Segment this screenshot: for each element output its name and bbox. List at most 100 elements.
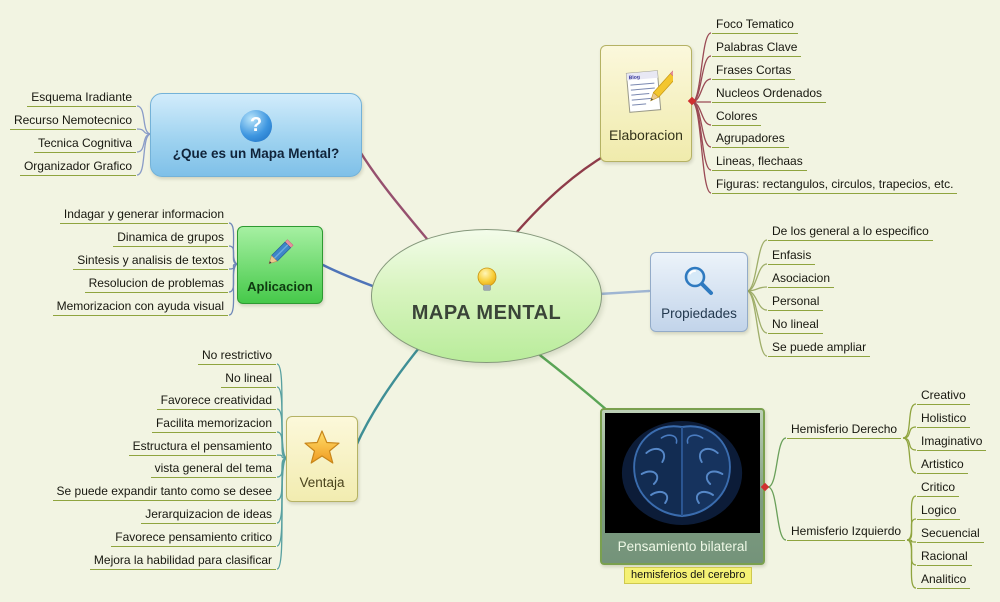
subtopic-no-restrictivo[interactable]: No restrictivo (197, 347, 276, 365)
subtopic-connector (746, 290, 768, 334)
subtopic-holistico[interactable]: Holistico (917, 410, 971, 428)
subtopic-pensamiento-critico[interactable]: Favorece pensamiento critico (111, 529, 276, 547)
magnifier-icon (681, 263, 717, 304)
lightbulb-icon (475, 267, 499, 299)
subtopic-recurso-nemotecnico[interactable]: Recurso Nemotecnico (9, 112, 136, 130)
subtopic-no-lineal-vent[interactable]: No lineal (221, 370, 276, 388)
central-topic[interactable]: MAPA MENTAL (371, 229, 602, 363)
subtopic-imaginativo[interactable]: Imaginativo (917, 433, 987, 451)
note-hemisferios[interactable]: hemisferios del cerebro (624, 567, 753, 584)
subtopic-resolucion-problemas[interactable]: Resolucion de problemas (84, 275, 228, 293)
subtopic-figuras[interactable]: Figuras: rectangulos, circulos, trapecio… (712, 176, 958, 194)
subtopic-connector (136, 133, 152, 176)
subtopic-connector (136, 133, 152, 153)
subtopic-esquema-iradiante[interactable]: Esquema Iradiante (27, 89, 136, 107)
svg-text:Blog: Blog (629, 74, 641, 81)
subtopic-foco-tematico[interactable]: Foco Tematico (712, 16, 798, 34)
subtopic-asociacion[interactable]: Asociacion (768, 270, 835, 288)
topic-aplicacion[interactable]: Aplicacion (237, 226, 323, 304)
branch-curve-pensamiento (534, 350, 610, 413)
subtopic-creativo[interactable]: Creativo (917, 387, 970, 405)
brain-image (605, 413, 760, 533)
subtopic-expandir[interactable]: Se puede expandir tanto como se desee (52, 483, 276, 501)
question-glyph: ? (249, 114, 263, 136)
subtopic-dinamica-grupos[interactable]: Dinamica de grupos (113, 229, 228, 247)
subtopic-connector (691, 55, 712, 103)
subtopic-favorece-creatividad[interactable]: Favorece creatividad (156, 392, 276, 410)
notepad-pencil-icon: Blog (619, 65, 679, 124)
subtopic-connector (136, 105, 152, 135)
subtopic-connector (767, 486, 787, 541)
subtopic-general-especifico[interactable]: De los general a lo especifico (768, 223, 933, 241)
subtopic-vista-general[interactable]: vista general del tema (150, 460, 276, 478)
subtopic-facilita-memorizacion[interactable]: Facilita memorizacion (151, 415, 276, 433)
subtopic-connector (136, 128, 152, 135)
subtopic-connector (746, 286, 768, 292)
subtopic-no-lineal-prop[interactable]: No lineal (768, 316, 823, 334)
topic-propiedades[interactable]: Propiedades (650, 252, 748, 332)
subtopic-connector (746, 290, 768, 311)
subtopic-agrupadores[interactable]: Agrupadores (712, 130, 789, 148)
subtopic-critico[interactable]: Critico (917, 479, 960, 497)
subtopic-connector (906, 539, 917, 589)
topic-pensamiento-bilateral[interactable]: Pensamiento bilateral (600, 408, 765, 565)
topic-ventaja[interactable]: Ventaja (286, 416, 358, 502)
topic-que-es-label: ¿Que es un Mapa Mental? (172, 145, 340, 161)
subtopic-habilidad-clasificar[interactable]: Mejora la habilidad para clasificar (89, 552, 276, 570)
subtopic-connector (691, 101, 712, 194)
subtopic-artistico[interactable]: Artistico (917, 456, 968, 474)
branch-curve-que-es (357, 148, 439, 253)
subtopic-personal[interactable]: Personal (768, 293, 824, 311)
subtopic-connector (746, 239, 768, 292)
branch-curve-ventaja (354, 341, 425, 448)
subtopic-organizador-grafico[interactable]: Organizador Grafico (19, 158, 136, 176)
star-icon (301, 428, 343, 473)
branch-curve-propiedades (597, 289, 651, 296)
subtopic-jerarquizacion[interactable]: Jerarquizacion de ideas (141, 506, 276, 524)
subtopic-connector (902, 437, 917, 451)
topic-ventaja-label: Ventaja (299, 475, 345, 490)
subtopic-secuencial[interactable]: Secuencial (917, 525, 984, 543)
topic-aplicacion-label: Aplicacion (247, 279, 313, 294)
subtopic-connector (691, 78, 712, 103)
subtopic-enfasis[interactable]: Enfasis (768, 247, 816, 265)
subtopic-palabras-clave[interactable]: Palabras Clave (712, 39, 802, 57)
subtopic-racional[interactable]: Racional (917, 548, 972, 566)
subtopic-analitico[interactable]: Analitico (917, 571, 971, 589)
topic-propiedades-label: Propiedades (661, 306, 737, 321)
subtopic-connector (906, 495, 917, 541)
subtopic-connector (691, 32, 712, 103)
branch-curve-aplicacion (321, 263, 380, 290)
subtopic-connector (767, 437, 787, 488)
subtopic-connector (746, 290, 768, 357)
subtopic-connector (691, 101, 712, 148)
subtopic-lineas-flechaas[interactable]: Lineas, flechaas (712, 153, 807, 171)
subtopic-logico[interactable]: Logico (917, 502, 961, 520)
subtopic-connector (902, 403, 917, 439)
subtopic-hemisferio-derecho[interactable]: Hemisferio Derecho (787, 421, 902, 439)
subtopic-sintesis-analisis[interactable]: Sintesis y analisis de textos (73, 252, 228, 270)
subtopic-indagar-informacion[interactable]: Indagar y generar informacion (59, 206, 228, 224)
topic-elaboracion-label: Elaboracion (609, 126, 683, 143)
question-icon: ? (240, 109, 272, 142)
topic-pensamiento-label: Pensamiento bilateral (617, 539, 748, 554)
branch-curve-elaboracion (514, 151, 611, 235)
subtopic-nucleos-ordenados[interactable]: Nucleos Ordenados (712, 85, 827, 103)
subtopic-connector (902, 426, 917, 439)
subtopic-frases-cortas[interactable]: Frases Cortas (712, 62, 796, 80)
topic-que-es-un-mapa-mental[interactable]: ? ¿Que es un Mapa Mental? (150, 93, 362, 177)
subtopic-tecnica-cognitiva[interactable]: Tecnica Cognitiva (33, 135, 136, 153)
subtopic-se-puede-ampliar[interactable]: Se puede ampliar (768, 339, 871, 357)
subtopic-connector (691, 101, 712, 171)
subtopic-hemisferio-izquierdo[interactable]: Hemisferio Izquierdo (787, 523, 906, 541)
subtopic-connector (691, 101, 712, 126)
subtopic-memorizacion-visual[interactable]: Memorizacion con ayuda visual (52, 298, 228, 316)
subtopic-estructura-pensamiento[interactable]: Estructura el pensamiento (128, 438, 276, 456)
topic-elaboracion[interactable]: Blog Elaboracion (600, 45, 692, 162)
subtopic-connector (907, 539, 917, 543)
subtopic-colores[interactable]: Colores (712, 108, 762, 126)
subtopic-connector (746, 263, 768, 292)
subtopic-connector (906, 518, 917, 541)
central-topic-title: MAPA MENTAL (411, 302, 562, 324)
